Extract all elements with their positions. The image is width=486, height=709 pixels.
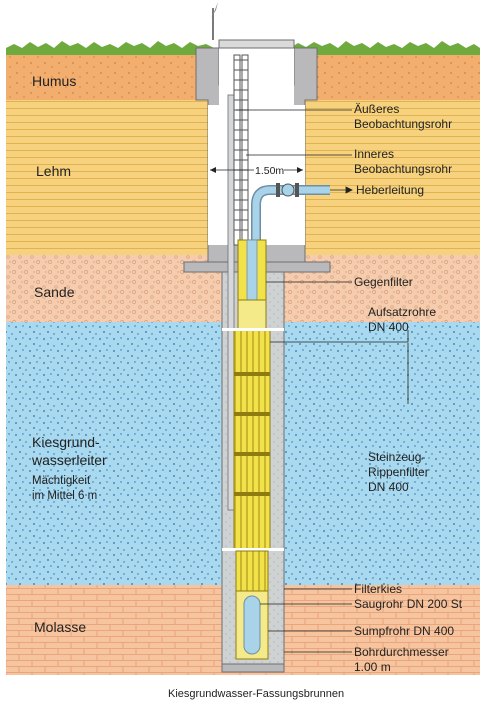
siphon-pipe — [251, 183, 330, 245]
suction-pipe — [243, 595, 261, 655]
callout-steinzeug-3: DN 400 — [368, 480, 409, 494]
manhole-cover — [218, 39, 295, 49]
filter-column — [222, 239, 284, 660]
callout-steinzeug-2: Rippenfilter — [368, 465, 429, 479]
label-aquifer-2: wasserleiter — [31, 452, 107, 468]
label-humus: Humus — [32, 73, 76, 89]
label-molasse: Molasse — [34, 619, 86, 635]
label-aquifer-1: Kiesgrund- — [32, 434, 100, 450]
callout-inneres-2: Beobachtungsrohr — [354, 162, 452, 176]
callout-steinzeug-1: Steinzeug- — [368, 450, 425, 464]
dimension-marker: 1.50m — [210, 163, 303, 177]
label-sande: Sande — [34, 284, 75, 300]
leader-lines — [236, 109, 409, 653]
ribbed-filter — [233, 329, 271, 551]
callout-bohr-2: 1.00 m — [354, 660, 391, 674]
label-aquifer-note-1: Mächtigkeit — [32, 475, 91, 487]
callout-labels: Äußeres Beobachtungsrohr Inneres Beobach… — [354, 102, 463, 674]
layer-labels: Humus Lehm Sande Kiesgrund- wasserleiter… — [31, 73, 107, 635]
callout-filterkies: Filterkies — [354, 582, 402, 596]
lower-filter — [235, 550, 269, 592]
label-aquifer-note-2: im Mittel 6 m — [32, 490, 97, 502]
dimension-label: 1.50m — [255, 165, 284, 177]
callout-aufsatz-1: Aufsatzrohre — [368, 305, 436, 319]
figure-caption: Kiesgrundwasser-Fassungsbrunnen — [168, 688, 344, 700]
callout-aeusseres-1: Äußeres — [354, 102, 399, 116]
callout-bohr-1: Bohrdurchmesser — [354, 645, 449, 659]
callout-gegenfilter: Gegenfilter — [354, 275, 413, 289]
label-lehm: Lehm — [36, 163, 71, 179]
callout-aeusseres-2: Beobachtungsrohr — [354, 117, 452, 131]
riser-pipes — [237, 299, 267, 331]
callout-inneres-1: Inneres — [354, 147, 394, 161]
callout-heber: Heberleitung — [356, 183, 424, 197]
callout-sumpf: Sumpfrohr DN 400 — [354, 624, 454, 638]
callout-aufsatz-2: DN 400 — [368, 320, 409, 334]
callout-saugrohr: Saugrohr DN 200 St — [354, 597, 463, 611]
